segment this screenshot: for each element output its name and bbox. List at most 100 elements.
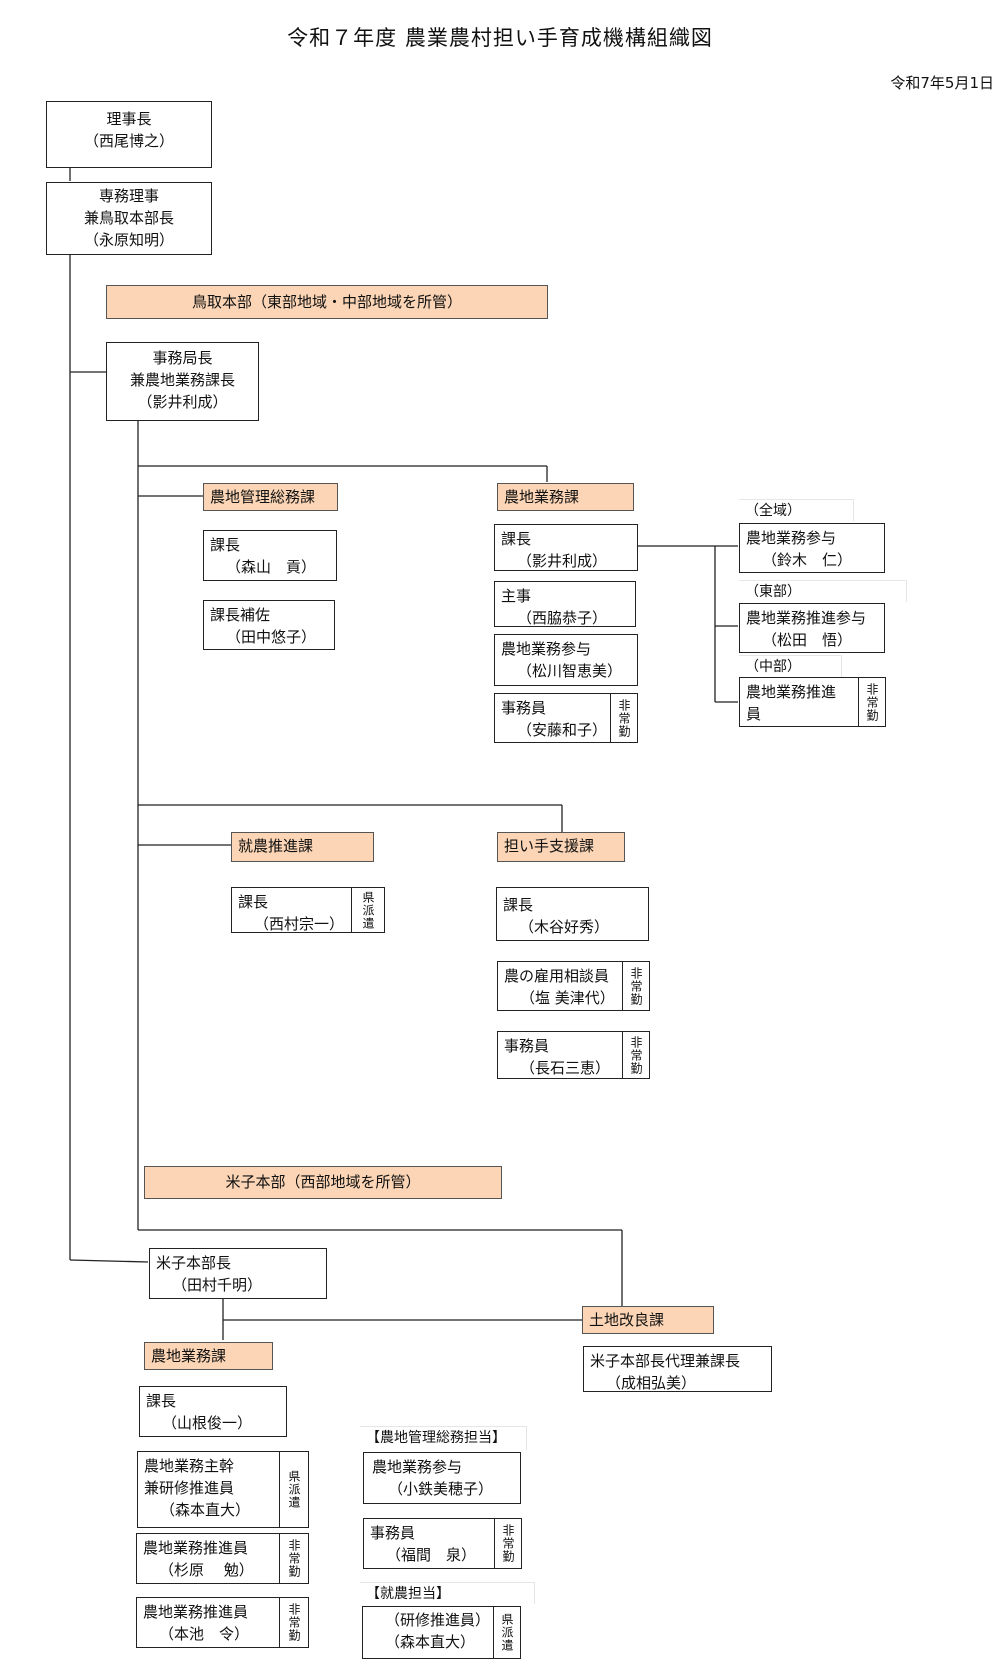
support-chief-name: （木谷好秀）: [519, 918, 610, 936]
yonago-farmland-staff3-box: 農地業務推進員 （本池 令） 非常勤: [136, 1597, 309, 1648]
part-time-badge: 非常勤: [622, 1032, 649, 1078]
farmland-staff3-role: 事務員: [501, 699, 547, 717]
yonago-farmland-chief-name: （山根俊一）: [162, 1414, 253, 1432]
region-central-role-2: 員: [746, 705, 762, 723]
region-all-tag: （全域）: [739, 499, 854, 521]
land-chief-role: 米子本部長代理兼課長: [590, 1352, 741, 1370]
region-all-name: （鈴木 仁）: [762, 551, 853, 569]
tottori-banner: 鳥取本部（東部地域・中部地域を所管）: [106, 285, 548, 319]
director-box: 専務理事 兼鳥取本部長 （永原知明）: [46, 182, 212, 255]
farmland-chief-name: （影井利成）: [517, 552, 608, 570]
support-chief-box: 課長 （木谷好秀）: [496, 887, 649, 941]
region-east-name: （松田 悟）: [762, 631, 853, 649]
farmland-staff2-box: 農地業務参与 （松川智恵美）: [494, 634, 638, 686]
employment-dept-header: 就農推進課: [231, 832, 374, 862]
region-central-tag: （中部）: [739, 655, 842, 677]
farmland-staff1-box: 主事 （西脇恭子）: [494, 581, 636, 627]
yonago-farmland-staff1-role-2: 兼研修推進員: [144, 1479, 235, 1497]
prefecture-dispatch-badge: 県派遣: [279, 1452, 308, 1527]
part-time-badge: 非常勤: [622, 962, 649, 1010]
management-deputy-role: 課長補佐: [210, 606, 271, 624]
mgmt-group-tag: 【農地管理総務担当】: [360, 1426, 527, 1450]
farmland-staff3-name: （安藤和子）: [517, 721, 608, 739]
region-all-role: 農地業務参与: [746, 529, 837, 547]
emp-group-staff1-role: （研修推進員）: [385, 1611, 491, 1629]
farmland-staff2-role: 農地業務参与: [501, 640, 592, 658]
management-deputy-name: （田中悠子）: [226, 628, 317, 646]
mgmt-group-staff1-box: 農地業務参与 （小鉄美穂子）: [363, 1452, 521, 1504]
yonago-farmland-staff3-role: 農地業務推進員: [143, 1603, 249, 1621]
yonago-farmland-chief-box: 課長 （山根俊一）: [139, 1386, 287, 1437]
farmland-staff1-name: （西脇恭子）: [517, 609, 608, 627]
region-east-box: 農地業務推進参与 （松田 悟）: [739, 603, 885, 653]
mgmt-group-staff2-role: 事務員: [370, 1524, 416, 1542]
part-time-badge: 非常勤: [494, 1519, 521, 1568]
secretary-general-role: 事務局長: [152, 349, 213, 367]
part-time-badge: 非常勤: [610, 694, 637, 742]
secretary-general-name: （影井利成）: [137, 393, 228, 411]
emp-group-staff1-name: （森本直大）: [385, 1633, 476, 1651]
management-chief-role: 課長: [210, 536, 241, 554]
support-staff1-name: （塩 美津代）: [520, 989, 615, 1007]
yonago-head-box: 米子本部長 （田村千明）: [149, 1248, 327, 1299]
farmland-staff3-box: 事務員 （安藤和子） 非常勤: [494, 693, 638, 743]
employment-chief-name: （西村宗一）: [254, 915, 345, 933]
management-deputy-box: 課長補佐 （田中悠子）: [203, 600, 335, 650]
support-staff1-role: 農の雇用相談員: [504, 967, 610, 985]
management-chief-box: 課長 （森山 貢）: [203, 530, 337, 581]
director-role: 専務理事: [98, 187, 159, 205]
yonago-farmland-staff3-name: （本池 令）: [159, 1625, 250, 1643]
part-time-badge: 非常勤: [279, 1598, 308, 1647]
prefecture-dispatch-badge: 県派遣: [493, 1607, 520, 1658]
region-central-role: 農地業務推進: [746, 683, 837, 701]
farmland-chief-box: 課長 （影井利成）: [494, 524, 638, 571]
mgmt-group-staff1-role: 農地業務参与: [372, 1458, 463, 1476]
farmland-staff1-role: 主事: [501, 587, 532, 605]
support-staff2-name: （長石三恵）: [520, 1059, 611, 1077]
region-all-box: 農地業務参与 （鈴木 仁）: [739, 523, 885, 573]
support-dept-header: 担い手支援課: [497, 832, 625, 862]
support-staff2-box: 事務員 （長石三恵） 非常勤: [497, 1031, 650, 1079]
employment-chief-box: 課長 （西村宗一） 県派遣: [231, 887, 385, 933]
part-time-badge: 非常勤: [279, 1534, 308, 1583]
region-central-box: 農地業務推進 員 非常勤: [739, 677, 886, 727]
connector: [69, 1259, 149, 1263]
farmland-staff2-name: （松川智恵美）: [517, 662, 623, 680]
yonago-farmland-chief-role: 課長: [146, 1392, 177, 1410]
director-role-2: 兼鳥取本部長: [83, 209, 174, 227]
yonago-farmland-staff2-box: 農地業務推進員 （杉原 勉） 非常勤: [136, 1533, 309, 1584]
yonago-head-name: （田村千明）: [172, 1276, 263, 1294]
yonago-farmland-staff2-role: 農地業務推進員: [143, 1539, 249, 1557]
mgmt-group-staff2-name: （福間 泉）: [386, 1546, 477, 1564]
yonago-farmland-staff1-role: 農地業務主幹: [144, 1457, 235, 1475]
region-east-tag: （東部）: [739, 580, 907, 602]
mgmt-group-staff2-box: 事務員 （福間 泉） 非常勤: [363, 1518, 522, 1569]
secretary-general-box: 事務局長 兼農地業務課長 （影井利成）: [106, 342, 259, 421]
land-dept-header: 土地改良課: [582, 1306, 714, 1334]
emp-group-tag: 【就農担当】: [360, 1582, 535, 1604]
yonago-farmland-staff1-box: 農地業務主幹 兼研修推進員 （森本直大） 県派遣: [137, 1451, 309, 1528]
chairman-name: （西尾博之）: [83, 132, 174, 150]
mgmt-group-staff1-name: （小鉄美穂子）: [388, 1480, 494, 1498]
yonago-banner: 米子本部（西部地域を所管）: [144, 1166, 502, 1199]
emp-group-staff1-box: （研修推進員） （森本直大） 県派遣: [362, 1606, 521, 1659]
chairman-box: 理事長 （西尾博之）: [46, 101, 212, 168]
employment-chief-role: 課長: [238, 893, 269, 911]
secretary-general-role-2: 兼農地業務課長: [129, 371, 235, 389]
support-staff1-box: 農の雇用相談員 （塩 美津代） 非常勤: [497, 961, 650, 1011]
management-dept-header: 農地管理総務課: [203, 483, 338, 511]
farmland-dept-header: 農地業務課: [497, 483, 634, 511]
farmland-chief-role: 課長: [501, 530, 532, 548]
yonago-farmland-dept-header: 農地業務課: [144, 1342, 273, 1370]
management-chief-name: （森山 貢）: [226, 558, 317, 576]
part-time-badge: 非常勤: [858, 678, 885, 726]
support-staff2-role: 事務員: [504, 1037, 550, 1055]
issue-date: 令和7年5月1日: [890, 74, 994, 92]
region-east-role: 農地業務推進参与: [746, 609, 867, 627]
land-chief-name: （成相弘美）: [606, 1374, 697, 1392]
yonago-farmland-staff2-name: （杉原 勉）: [159, 1561, 254, 1579]
support-chief-role: 課長: [503, 896, 534, 914]
chairman-role: 理事長: [106, 110, 152, 128]
land-chief-box: 米子本部長代理兼課長 （成相弘美）: [583, 1346, 772, 1392]
